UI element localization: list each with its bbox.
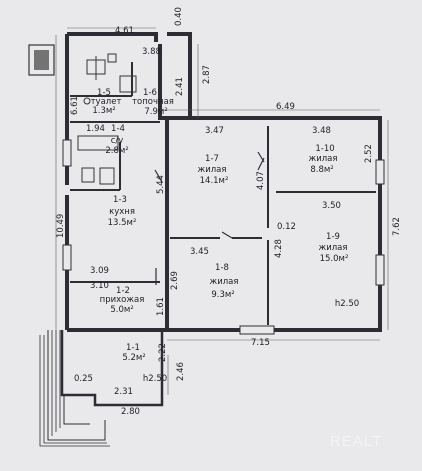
room-area: 1.3м² xyxy=(92,106,115,116)
dim-5-44: 5.44 xyxy=(156,175,166,194)
dim-2-80: 2.80 xyxy=(121,407,140,417)
room-number: 1-2 xyxy=(116,286,130,296)
room-name: жилая xyxy=(210,277,239,287)
dim-1-94: 1.94 xyxy=(86,124,105,134)
room-1-3-label: 1-3 кухня 13.5м² xyxy=(108,195,137,228)
dim-3-09: 3.09 xyxy=(90,266,109,276)
room-area: 5.2м² xyxy=(122,353,145,363)
room-area: 8.8м² xyxy=(310,165,333,175)
room-area: 2.8м² xyxy=(105,146,128,156)
room-area: 9.3м² xyxy=(211,290,234,300)
room-name: топочная xyxy=(132,97,174,107)
room-name: жилая xyxy=(319,243,348,253)
room-number: 1-1 xyxy=(126,343,140,353)
room-1-2-label: 1-2 прихожая 5.0м² xyxy=(100,286,145,315)
bathroom-fixtures-icon xyxy=(77,97,119,185)
room-number: 1-9 xyxy=(326,232,340,242)
dim-4-07: 4.07 xyxy=(256,171,266,190)
room-number: 1-7 xyxy=(205,154,219,164)
room-1-7-label: 1-7 жилая 14.1м² xyxy=(198,154,229,186)
dim-3-50: 3.50 xyxy=(322,201,341,211)
ventilation-box-icon xyxy=(28,44,55,76)
dim-4-28: 4.28 xyxy=(274,239,284,258)
room-1-4-label: 1-4 с/у 2.8м² xyxy=(105,124,128,156)
room-1-8-label: 1-8 жилая 9.3м² xyxy=(210,263,239,300)
ceiling-height-porch: h2.50 xyxy=(143,374,167,384)
inner-walls xyxy=(70,62,376,325)
dim-1-61: 1.61 xyxy=(156,297,166,316)
room-number: 1-4 xyxy=(111,124,125,134)
stove-icon xyxy=(86,53,137,93)
dim-6-49: 6.49 xyxy=(276,102,295,112)
room-number: 1-6 xyxy=(143,88,157,98)
room-area: 7.9м² xyxy=(144,107,167,117)
dim-2-31: 2.31 xyxy=(114,387,133,397)
dim-0-25: 0.25 xyxy=(74,374,93,384)
room-name: кухня xyxy=(109,207,135,217)
room-1-1-label: 1-1 5.2м² xyxy=(122,343,145,363)
room-number: 1-10 xyxy=(315,144,334,154)
dim-2-46: 2.46 xyxy=(176,362,186,381)
dim-7-15: 7.15 xyxy=(251,338,270,348)
dim-2-22: 2.22 xyxy=(158,343,168,362)
dim-7-62: 7.62 xyxy=(392,217,402,236)
room-area: 15.0м² xyxy=(320,254,349,264)
room-1-6-label: 1-6 топочная 7.9м² xyxy=(132,88,174,117)
room-area: 13.5м² xyxy=(108,218,137,228)
dim-2-52: 2.52 xyxy=(364,144,374,163)
room-1-10-label: 1-10 жилая 8.8м² xyxy=(309,144,338,175)
room-name: с/у xyxy=(111,136,124,146)
dim-2-41: 2.41 xyxy=(175,77,185,96)
dim-6-61: 6.61 xyxy=(70,96,80,115)
dimension-lines xyxy=(55,27,389,395)
room-area: 14.1м² xyxy=(200,176,229,186)
realt-watermark: REALT xyxy=(330,433,382,450)
room-number: 1-8 xyxy=(215,263,229,273)
room-name: жилая xyxy=(309,154,338,164)
dim-4-61: 4.61 xyxy=(115,26,134,36)
dim-3-48: 3.48 xyxy=(312,126,331,136)
dim-3-88: 3.88 xyxy=(142,47,161,57)
room-number: 1-5 xyxy=(97,88,111,98)
dim-0-12: 0.12 xyxy=(277,222,296,232)
room-number: 1-3 xyxy=(113,195,127,205)
room-1-9-label: 1-9 жилая 15.0м² xyxy=(319,232,349,264)
room-1-5-label: 1-5 туалет 1.3м² xyxy=(91,88,122,116)
dim-3-45: 3.45 xyxy=(190,247,209,257)
windows xyxy=(62,139,385,335)
dimension-labels: 4.61 0.40 3.88 2.41 2.87 6.49 3.47 3.48 … xyxy=(56,7,402,417)
dim-2-69: 2.69 xyxy=(170,271,180,290)
room-name: прихожая xyxy=(100,295,145,305)
room-area: 5.0м² xyxy=(110,305,133,315)
door-marks xyxy=(154,151,265,285)
room-name: туалет xyxy=(91,97,122,107)
dim-3-47: 3.47 xyxy=(205,126,224,136)
dim-3-10: 3.10 xyxy=(90,281,109,291)
dim-10-49: 10.49 xyxy=(56,214,66,238)
room-name: жилая xyxy=(198,165,227,175)
ceiling-height-main: h2.50 xyxy=(335,299,359,309)
dim-2-87: 2.87 xyxy=(202,65,212,84)
porch xyxy=(39,330,164,447)
dim-0-40: 0.40 xyxy=(174,7,184,26)
